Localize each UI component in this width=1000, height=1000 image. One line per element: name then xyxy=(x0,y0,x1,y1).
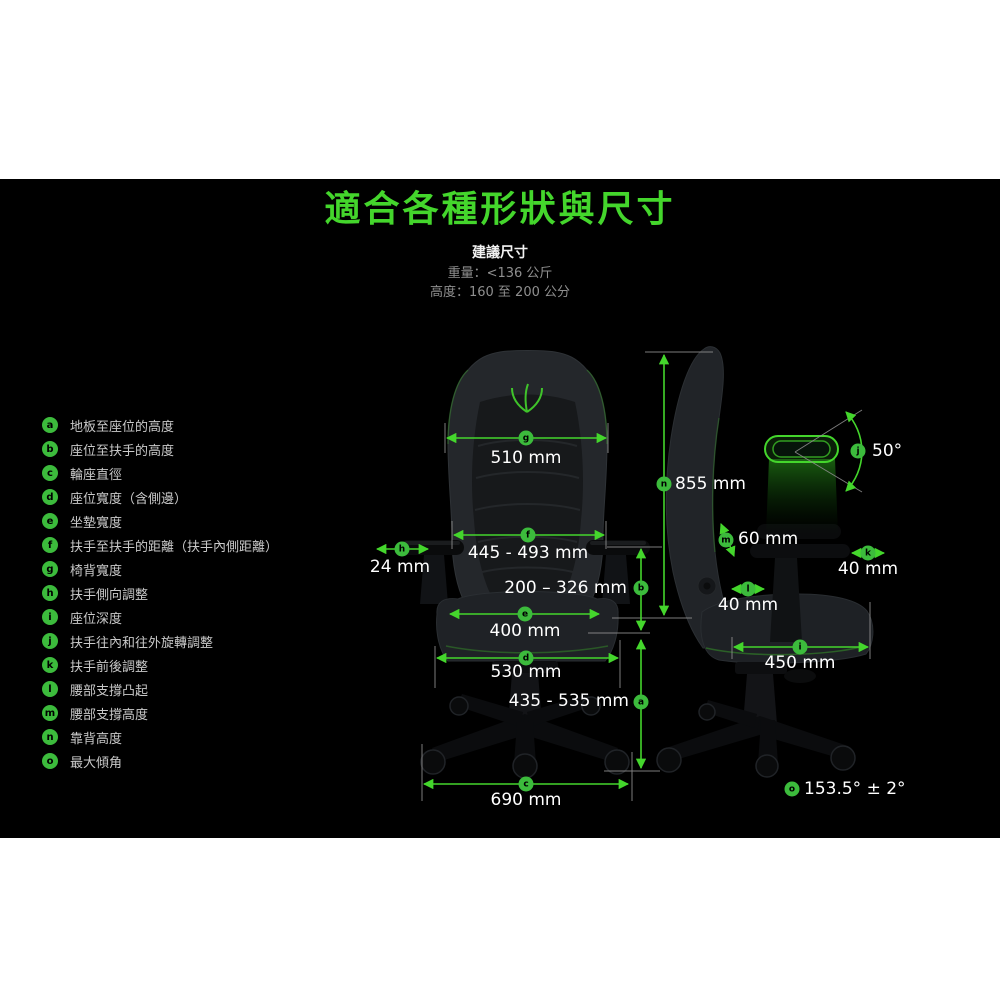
legend-item: f 扶手至扶手的距離（扶手內側距離） xyxy=(42,533,278,557)
legend-key-badge: c xyxy=(42,465,58,481)
dim-badge-g: g xyxy=(518,430,534,446)
legend-item: c 輪座直徑 xyxy=(42,461,278,485)
legend-item-label: 座位深度 xyxy=(70,611,123,627)
dim-value-k: 40 mm xyxy=(837,559,899,579)
dim-value-l: 40 mm xyxy=(717,595,779,615)
legend-item-label: 靠背高度 xyxy=(70,731,123,747)
legend-key-badge: e xyxy=(42,513,58,529)
legend: a 地板至座位的高度 b 座位至扶手的高度 c 輪座直徑 d 座位寬度（含側邊） e 坐墊… xyxy=(42,413,278,773)
dim-value-m: 60 mm xyxy=(738,529,799,549)
dim-value-i: 450 mm xyxy=(764,653,836,673)
dim-badge-e: e xyxy=(517,606,533,622)
legend-item: a 地板至座位的高度 xyxy=(42,413,278,437)
legend-item: l 腰部支撐凸起 xyxy=(42,677,278,701)
dim-value-c: 690 mm xyxy=(490,790,562,810)
dim-badge-j: j xyxy=(850,443,866,459)
dim-badge-n: n xyxy=(656,476,672,492)
legend-key-badge: d xyxy=(42,489,58,505)
legend-item: j 扶手往內和往外旋轉調整 xyxy=(42,629,278,653)
legend-item-label: 扶手前後調整 xyxy=(70,659,149,675)
legend-item: g 椅背寬度 xyxy=(42,557,278,581)
dim-badge-h: h xyxy=(394,541,410,557)
dim-badge-o: o xyxy=(784,781,800,797)
legend-key-badge: o xyxy=(42,753,58,769)
legend-item: n 靠背高度 xyxy=(42,725,278,749)
legend-key-badge: h xyxy=(42,585,58,601)
legend-item-label: 最大傾角 xyxy=(70,755,123,771)
dim-value-j: 50° xyxy=(872,441,903,461)
legend-item: m 腰部支撐高度 xyxy=(42,701,278,725)
section-title: 適合各種形狀與尺寸 xyxy=(324,189,676,230)
legend-item-label: 坐墊寬度 xyxy=(70,515,123,531)
legend-item: d 座位寬度（含側邊） xyxy=(42,485,278,509)
legend-item-label: 腰部支撐高度 xyxy=(70,707,149,723)
dim-value-e: 400 mm xyxy=(489,621,561,641)
legend-key-badge: f xyxy=(42,537,58,553)
dim-badge-m: m xyxy=(718,532,734,548)
legend-item-label: 座位寬度（含側邊） xyxy=(70,491,188,507)
dim-badge-a: a xyxy=(633,694,649,710)
legend-item: e 坐墊寬度 xyxy=(42,509,278,533)
dim-value-b: 200 – 326 mm xyxy=(504,578,627,598)
legend-item-label: 腰部支撐凸起 xyxy=(70,683,149,699)
dim-value-g: 510 mm xyxy=(490,448,562,468)
dim-value-f: 445 - 493 mm xyxy=(467,543,589,563)
legend-item: b 座位至扶手的高度 xyxy=(42,437,278,461)
height-spec: 高度：160 至 200 公分 xyxy=(429,285,571,300)
dim-badge-f: f xyxy=(520,527,536,543)
dim-badge-b: b xyxy=(633,580,649,596)
legend-item: i 座位深度 xyxy=(42,605,278,629)
legend-item-label: 扶手至扶手的距離（扶手內側距離） xyxy=(70,539,279,555)
legend-key-badge: n xyxy=(42,729,58,745)
dim-value-h: 24 mm xyxy=(369,557,431,577)
legend-key-badge: g xyxy=(42,561,58,577)
legend-item-label: 地板至座位的高度 xyxy=(70,419,175,435)
legend-key-badge: b xyxy=(42,441,58,457)
weight-spec: 重量：<136 公斤 xyxy=(447,266,553,281)
legend-key-badge: l xyxy=(42,681,58,697)
legend-item-label: 椅背寬度 xyxy=(70,563,123,579)
legend-item: k 扶手前後調整 xyxy=(42,653,278,677)
legend-item: h 扶手側向調整 xyxy=(42,581,278,605)
legend-key-badge: m xyxy=(42,705,58,721)
legend-key-badge: a xyxy=(42,417,58,433)
recommended-size-heading: 建議尺寸 xyxy=(472,245,528,261)
legend-item-label: 扶手往內和往外旋轉調整 xyxy=(70,635,214,651)
legend-item-label: 座位至扶手的高度 xyxy=(70,443,175,459)
dim-value-d: 530 mm xyxy=(490,662,562,682)
dim-value-n: 855 mm xyxy=(675,474,746,494)
dim-value-a: 435 - 535 mm xyxy=(508,691,629,711)
legend-item-label: 輪座直徑 xyxy=(70,467,123,483)
legend-key-badge: j xyxy=(42,633,58,649)
legend-key-badge: i xyxy=(42,609,58,625)
legend-key-badge: k xyxy=(42,657,58,673)
legend-item: o 最大傾角 xyxy=(42,749,278,773)
dim-value-o: 153.5° ± 2° xyxy=(804,779,906,799)
legend-item-label: 扶手側向調整 xyxy=(70,587,149,603)
